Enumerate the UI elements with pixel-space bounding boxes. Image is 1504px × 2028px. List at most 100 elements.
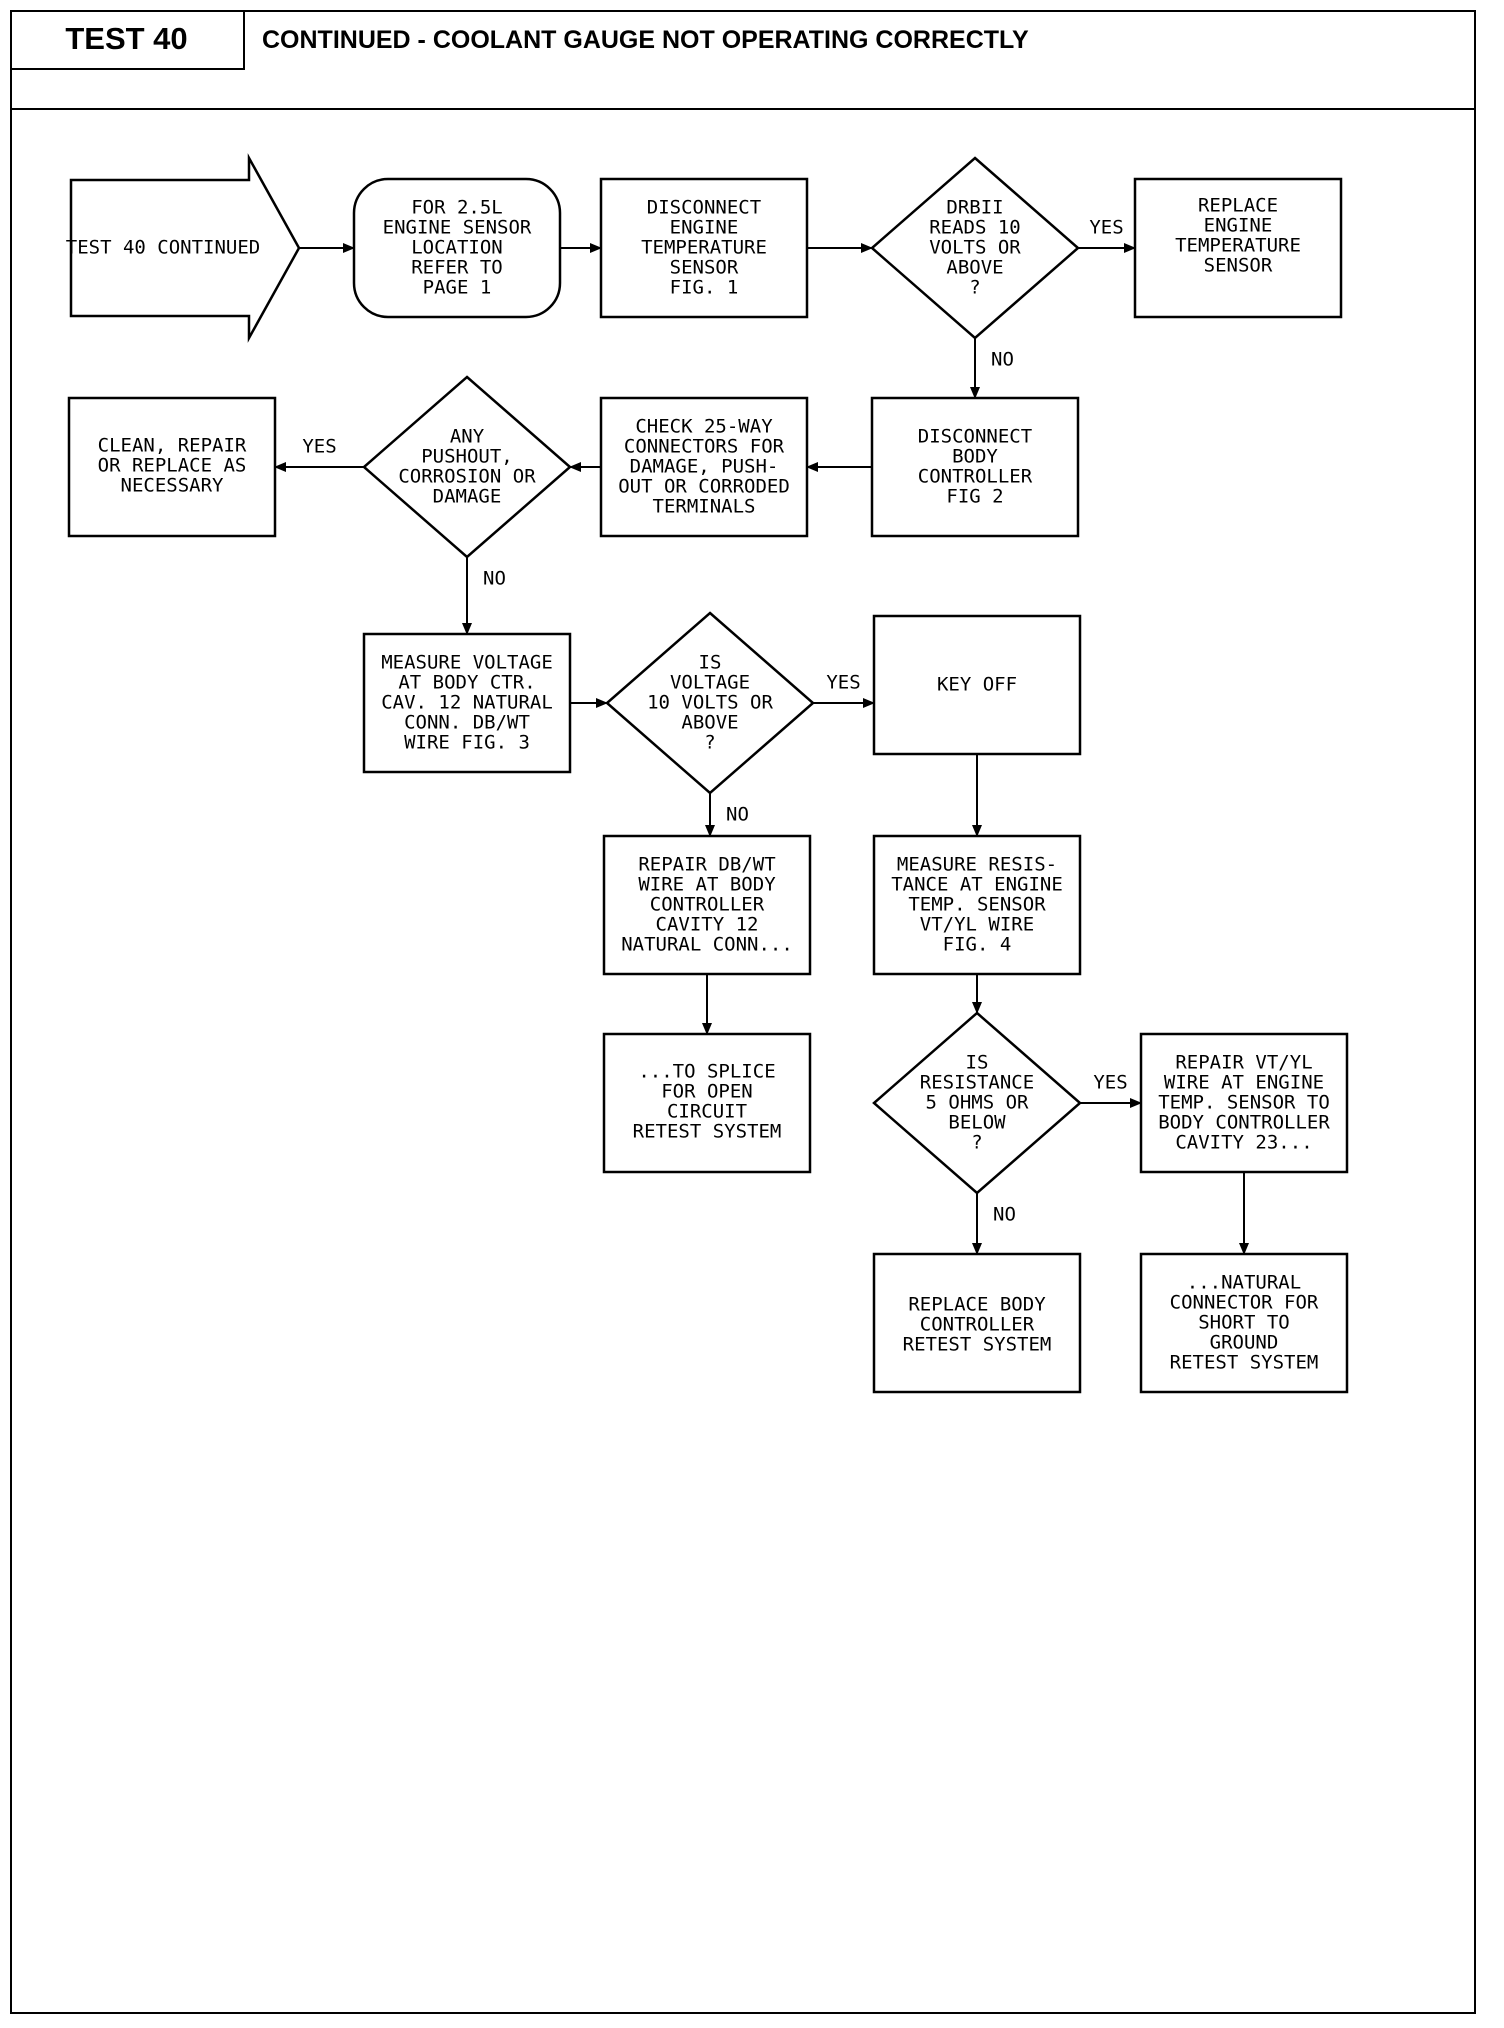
flow-node-text: DAMAGE, PUSH- [630,456,779,478]
flow-node-shape [872,834,1082,976]
flow-edge-label: NO [993,1204,1016,1226]
flow-node-shape [1139,1032,1349,1174]
flow-node-text: ? [969,277,980,299]
flow-edge-label: YES [1089,217,1123,239]
flow-node-text: REPLACE [1198,195,1278,217]
flow-node-text: VOLTS OR [929,237,1021,259]
flow-node-text: CONN. DB/WT [404,712,530,734]
flow-node-text: ENGINE [670,217,739,239]
flow-node-text: FIG. 1 [670,277,739,299]
flow-node-text: CONTROLLER [650,894,765,916]
flow-node-text: TEST 40 CONTINUED [66,237,260,259]
flow-node-text: RESISTANCE [920,1072,1034,1094]
flow-edge-n7-n9: NO [462,557,506,635]
flow-node-text: CIRCUIT [667,1101,747,1123]
flow-node-text: REPAIR DB/WT [638,854,775,876]
flow-edge-label: YES [1093,1072,1127,1094]
flow-node-text: MEASURE RESIS- [897,854,1057,876]
flow-edge-n15-n17: NO [972,1193,1016,1255]
test-title: CONTINUED - COOLANT GAUGE NOT OPERATING … [262,26,1029,54]
flow-node-text: WIRE AT BODY [638,874,776,896]
flow-node-text: BODY CONTROLLER [1158,1112,1330,1134]
flow-node-text: BELOW [948,1112,1006,1134]
flow-node-text: FOR 2.5L [411,197,503,219]
flow-node-shape [362,375,572,559]
flow-node-shape [1133,177,1343,319]
flow-node-text: ENGINE SENSOR [383,217,532,239]
flow-node-text: 10 VOLTS OR [647,692,773,714]
flow-node-text: CONTROLLER [918,466,1033,488]
flow-node-text: CONTROLLER [920,1314,1035,1336]
flow-edge-n10-n11: YES [813,672,875,708]
flow-node-text: CHECK 25-WAY [635,416,773,438]
flow-node-text: TEMP. SENSOR [908,894,1046,916]
flow-node-text: CAV. 12 NATURAL [381,692,553,714]
flow-node-text: REFER TO [411,257,503,279]
flow-node-text: RETEST SYSTEM [633,1121,782,1143]
flow-node-text: REPLACE BODY [908,1294,1046,1316]
flow-node-text: TEMPERATURE [1175,235,1301,257]
flow-node-text: WIRE AT ENGINE [1164,1072,1324,1094]
flow-node-text: OR REPLACE AS [98,455,247,477]
flow-node-shape [352,177,562,319]
flow-node-shape [605,611,815,795]
flow-node-text: TERMINALS [653,496,756,518]
flow-node-text: DAMAGE [433,486,502,508]
flow-node-text: CLEAN, REPAIR [98,435,247,457]
flow-node-text: OUT OR CORRODED [618,476,790,498]
flow-node-text: READS 10 [929,217,1021,239]
flow-node-text: SENSOR [1204,255,1273,277]
flow-node-text: NECESSARY [121,475,225,497]
flow-node-shape [872,1252,1082,1394]
flow-node-shape [599,396,809,538]
flow-node-text: RETEST SYSTEM [1170,1352,1319,1374]
flow-node-text: ? [704,732,715,754]
flow-node-shape [870,396,1080,538]
flow-node-text: LOCATION [411,237,503,259]
flow-node-text: ...TO SPLICE [638,1061,775,1083]
flow-node-text: SENSOR [670,257,739,279]
flow-node-text: PAGE 1 [423,277,492,299]
flow-node-text: GROUND [1210,1332,1279,1354]
flow-node-text: CONNECTORS FOR [624,436,785,458]
flow-node-text: TEMPERATURE [641,237,767,259]
flow-node-n11: KEY OFF [872,614,1082,756]
flow-node-text: ANY [450,426,485,448]
flow-node-text: ABOVE [681,712,738,734]
flow-node-text: MEASURE VOLTAGE [381,652,553,674]
flow-node-text: VT/YL WIRE [920,914,1034,936]
flow-node-text: FOR OPEN [661,1081,753,1103]
flow-node-shape [872,1011,1082,1195]
flow-node-text: REPAIR VT/YL [1175,1052,1312,1074]
flow-edge-n15-n16: YES [1080,1072,1142,1108]
flow-node-text: IS [699,652,722,674]
flow-node-text: CAVITY 12 [656,914,759,936]
flow-node-text: WIRE FIG. 3 [404,732,530,754]
flow-node-text: DISCONNECT [647,197,761,219]
flow-node-text: CONNECTOR FOR [1170,1292,1319,1314]
flow-edge-n10-n12: NO [705,793,749,837]
flow-node-text: ...NATURAL [1187,1272,1301,1294]
flow-node-text: RETEST SYSTEM [903,1334,1052,1356]
flow-edge-n3-n4: YES [1078,217,1136,253]
flow-node-text: CORROSION OR [398,466,536,488]
flow-node-n0: TEST 40 CONTINUED [66,153,301,343]
page-frame [10,10,1476,2014]
flow-node-shape [69,153,301,343]
flow-edge-n3-n5: NO [970,338,1014,399]
flow-node-text: ABOVE [946,257,1003,279]
flow-node-text: TEMP. SENSOR TO [1158,1092,1330,1114]
flow-node-text: DISCONNECT [918,426,1032,448]
flow-node-text: SHORT TO [1198,1312,1290,1334]
flow-node-text: NATURAL CONN... [621,934,793,956]
